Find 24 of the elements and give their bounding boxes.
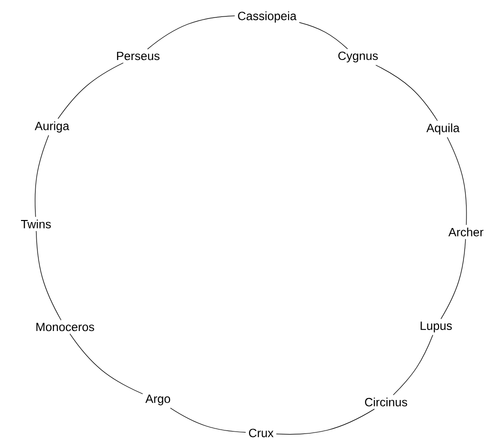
constellation-name: Circinus bbox=[365, 398, 408, 406]
constellation-name: Monoceros bbox=[36, 322, 94, 332]
constellation-name: Crux bbox=[249, 428, 274, 438]
circle-arc bbox=[36, 230, 62, 320]
circle-arc bbox=[446, 136, 467, 226]
constellation-name: Twins bbox=[21, 220, 51, 228]
circle-arc bbox=[58, 62, 124, 120]
circle-arc bbox=[298, 22, 348, 50]
constellation-name: Cassiopeia bbox=[238, 11, 297, 23]
constellation-name: Lupus bbox=[420, 322, 452, 332]
circle-arc bbox=[276, 408, 375, 435]
circle-arc bbox=[376, 64, 438, 122]
constellation-name: Argo bbox=[145, 394, 170, 406]
constellation-name: Auriga bbox=[34, 121, 70, 133]
constellation-name: Cygnus bbox=[338, 52, 378, 62]
constellation-name: Archer bbox=[448, 228, 484, 236]
circle-arc bbox=[70, 334, 143, 394]
circle-arc bbox=[147, 15, 236, 50]
circle-arc bbox=[34, 134, 49, 218]
circle-arc bbox=[392, 334, 434, 396]
circle-arc bbox=[170, 408, 246, 433]
constellation-name: Aquila bbox=[426, 123, 460, 135]
constellation-name: Perseus bbox=[117, 52, 160, 60]
circle-arc bbox=[440, 238, 466, 320]
